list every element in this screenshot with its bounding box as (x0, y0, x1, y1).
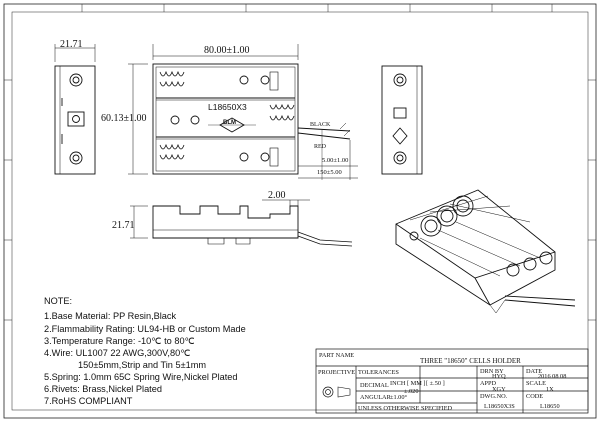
right-side-view (381, 65, 423, 175)
dim-width: 60.13±1.00 (101, 113, 147, 124)
part-name: THREE "18650" CELLS HOLDER (420, 357, 521, 365)
note-item: 6.Rivets: Brass,Nickel Plated (44, 384, 162, 394)
drn-by: HYQ (492, 373, 506, 380)
dim-front-height: 21.71 (112, 220, 135, 231)
angular-label: ANGULAR (360, 394, 391, 401)
part-name-label: PART NAME (319, 352, 355, 359)
scale-label: SCALE (526, 380, 546, 387)
code-label: CODE (526, 393, 544, 400)
dim-front-top: 2.00 (268, 190, 286, 201)
unless-note: UNLESS OTHERWISE SPECIFIED (358, 405, 453, 412)
code: L18650 (540, 403, 560, 410)
appd-label: APPD (480, 380, 497, 387)
title-block (315, 348, 589, 414)
note-item: 4.Wire: UL1007 22 AWG,300V,80℃ (44, 348, 191, 358)
note-item: 5.Spring: 1.0mm 65C Spring Wire,Nickel P… (44, 372, 238, 382)
dwg-no-label: DWG.NO. (480, 393, 508, 400)
date-label: DATE (526, 368, 543, 375)
dim-side-width: 21.71 (60, 39, 83, 50)
top-view (128, 44, 358, 180)
dim-wire-long: 150±5.00 (317, 169, 342, 176)
drn-by-label: DRN BY (480, 368, 504, 375)
dim-length: 80.00±1.00 (204, 45, 250, 56)
projection-label: PROJECTIVE (318, 369, 356, 376)
note-item: 3.Temperature Range: -10℃ to 80℃ (44, 336, 195, 346)
note-item: 150±5mm,Strip and Tin 5±1mm (78, 360, 207, 370)
wire-label-black: BLACK (310, 122, 331, 128)
left-side-view (54, 44, 96, 175)
brand-logo: BLM (223, 120, 236, 126)
note-item: 7.RoHS COMPLIANT (44, 396, 133, 406)
decimal-mm: [ ±.50 ] (426, 380, 445, 387)
date: 2016 08 08 (538, 373, 567, 380)
dim-wire-short: 5.00±1.00 (322, 157, 349, 164)
decimal-inch: ±.020 (404, 388, 419, 395)
wire-label-red: RED (314, 144, 326, 150)
angular-value: ±1.00° (390, 394, 407, 401)
note-item: 2.Flammability Rating: UL94-HB or Custom… (44, 324, 246, 334)
front-view (130, 199, 353, 247)
scale: 1X (546, 386, 554, 393)
zone-ticks (4, 4, 596, 321)
inch-mm-label: INCH [ MM ] (390, 380, 426, 387)
isometric-view (395, 189, 576, 314)
notes-heading: NOTE: (44, 296, 73, 306)
sheet-border (3, 3, 597, 419)
decimal-label: DECIMAL (360, 382, 389, 389)
dwg-no: L18650X3S (484, 403, 515, 410)
model-stamp: L18650X3 (208, 102, 247, 112)
tolerances-label: TOLERANCES (358, 369, 399, 376)
note-item: 1.Base Material: PP Resin,Black (44, 311, 177, 321)
appd: XGY (492, 386, 506, 393)
